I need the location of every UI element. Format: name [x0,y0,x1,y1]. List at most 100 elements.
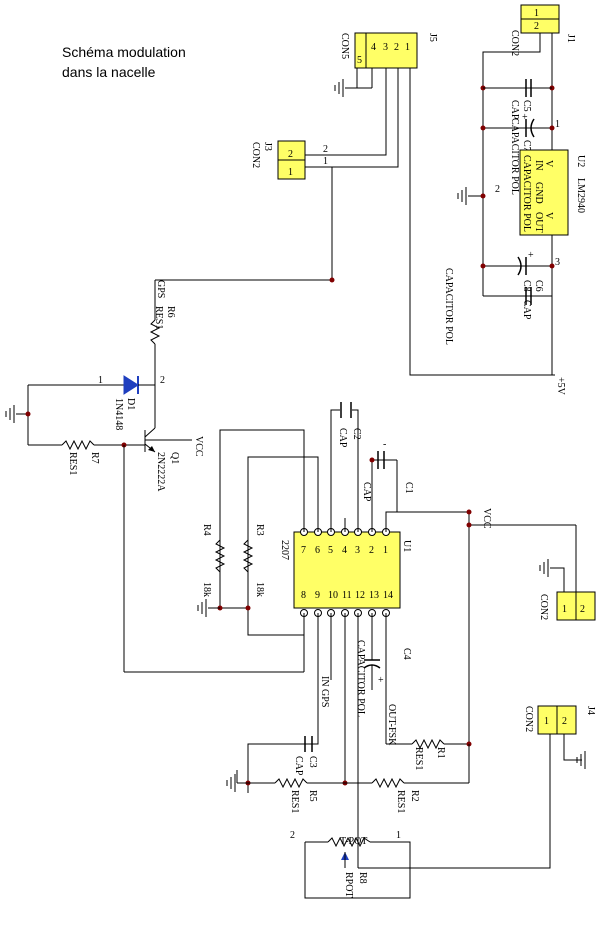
j5-pin3: 3 [383,42,388,53]
svg-text:C5: C5 [521,100,532,112]
svg-text:2207: 2207 [279,540,290,560]
capacitor-c4: + C4 [363,648,412,690]
svg-text:+: + [528,250,534,261]
ic-u1-bottom-pin-label-14: 14 [383,590,393,601]
svg-text:LM2940: LM2940 [575,178,586,213]
j1-pin1: 1 [534,8,539,19]
j5-pin4: 4 [371,42,376,53]
net-gps: GPS [155,280,166,298]
svg-text:GND: GND [533,182,544,204]
svg-text:CAP: CAP [293,756,304,776]
potentiometer-r8: T-POT 2 1 R8 RPOT [290,830,401,898]
svg-text:1: 1 [544,716,549,727]
svg-text:RES1: RES1 [289,790,300,813]
j5-ref: J5 [427,33,438,42]
connector-j3: 2 1 J3 CON2 [250,140,306,180]
capacitor-c5: C5 CAP [483,79,552,120]
svg-text:RES1: RES1 [67,452,78,475]
svg-text:-: - [383,439,386,450]
ic-u1-top-pin-label-3: 3 [355,545,360,556]
svg-text:CAPACITOR POL: CAPACITOR POL [509,118,520,195]
resistor-r1: R1 RES1 [411,738,446,770]
svg-text:R7: R7 [89,452,100,464]
svg-text:+: + [522,112,528,123]
svg-text:C4: C4 [401,648,412,660]
svg-text:R2: R2 [409,790,420,802]
svg-text:U1: U1 [401,540,412,552]
svg-text:C6: C6 [533,280,544,292]
resistor-r6: R6 RES1 [149,306,176,345]
j3-pin1: 1 [288,167,293,178]
svg-text:RES1: RES1 [413,747,424,770]
ground-icon-regulator [457,186,467,206]
j3-pin2: 2 [288,149,293,160]
svg-text:CAPACITOR POL: CAPACITOR POL [443,268,454,345]
ground-icon-j5 [334,78,344,98]
svg-text:2N2222A: 2N2222A [155,452,166,492]
svg-text:Q1: Q1 [169,452,180,464]
svg-text:CAPACITOR POL: CAPACITOR POL [355,640,366,717]
svg-text:2: 2 [495,184,500,195]
capacitor-c6: C6 CAP [521,280,544,320]
ic-u1-top-pin-label-7: 7 [301,545,306,556]
svg-text:IN: IN [533,160,544,171]
resistor-r3: R3 18k [242,524,265,597]
svg-text:CAP: CAP [521,300,532,320]
svg-text:1: 1 [396,830,401,841]
svg-text:V: V [543,160,554,168]
j5-pin2: 2 [394,42,399,53]
svg-text:C3: C3 [307,756,318,768]
svg-text:J2: J2 [601,594,604,603]
svg-text:U2: U2 [575,155,586,167]
j1-ref: J1 [565,34,576,43]
svg-text:RES1: RES1 [153,306,164,329]
net-in-gps: IN GPS [319,676,330,707]
connector-j5: 1 2 3 4 5 J5 CON5 [339,32,438,69]
ground-icon-r4 [197,598,207,618]
svg-text:J4: J4 [585,706,596,715]
j1-type: CON2 [509,30,520,56]
ic-u1-top-pin-label-2: 2 [369,545,374,556]
ic-u1-bottom-pin-label-8: 8 [301,590,306,601]
ic-u1-bottom-pin-label-11: 11 [342,590,352,601]
svg-text:R3: R3 [254,524,265,536]
j3-wire-1: 1 [323,156,328,167]
svg-text:2: 2 [290,830,295,841]
ic-u1-top-pin-label-5: 5 [328,545,333,556]
connector-j1: 1 2 J1 CON2 [509,4,576,56]
regulator-u2: 1 2 3 V IN GND V OUT U2 LM2940 CAPACITOR… [495,119,586,268]
svg-text:R8: R8 [357,872,368,884]
svg-text:C8: C8 [521,280,532,292]
svg-text:2: 2 [160,375,165,386]
svg-text:CAPACITOR POL: CAPACITOR POL [521,155,532,232]
net-out-fsk: OUT-FSK [386,704,397,746]
svg-text:2: 2 [562,716,567,727]
capacitor-c1: - C1 CAP [361,439,414,502]
connector-j4: 2 1 J4 CON2 [523,705,596,735]
resistor-r2: R2 RES1 [371,777,420,813]
svg-text:T-POT: T-POT [340,836,367,847]
svg-text:1N4148: 1N4148 [113,398,124,430]
diode-d1: 1 2 D1 1N4148 [28,375,165,430]
svg-text:1: 1 [555,119,560,130]
svg-text:OUT: OUT [533,212,544,233]
svg-text:R6: R6 [165,306,176,318]
capacitor-c8: + C8 CAPACITOR POL [443,250,534,345]
svg-text:C1: C1 [403,482,414,494]
svg-text:+: + [378,675,384,686]
resistor-r7: R7 RES1 [61,439,100,475]
net-plus5v: +5V [555,377,566,396]
title-line-2: dans la nacelle [62,64,156,80]
net-vcc-q1: VCC [193,436,204,457]
svg-text:CAP: CAP [509,100,520,120]
svg-text:RES1: RES1 [395,790,406,813]
svg-text:R1: R1 [435,747,446,759]
ground-icon-r5 [226,773,236,793]
j3-ref: J3 [262,142,273,151]
ground-icon-d1 [5,404,15,424]
capacitor-c2: C2 CAP [337,402,362,448]
j5-pin1: 1 [405,42,410,53]
svg-text:18k: 18k [254,582,265,597]
ground-icon-j2 [539,558,549,578]
